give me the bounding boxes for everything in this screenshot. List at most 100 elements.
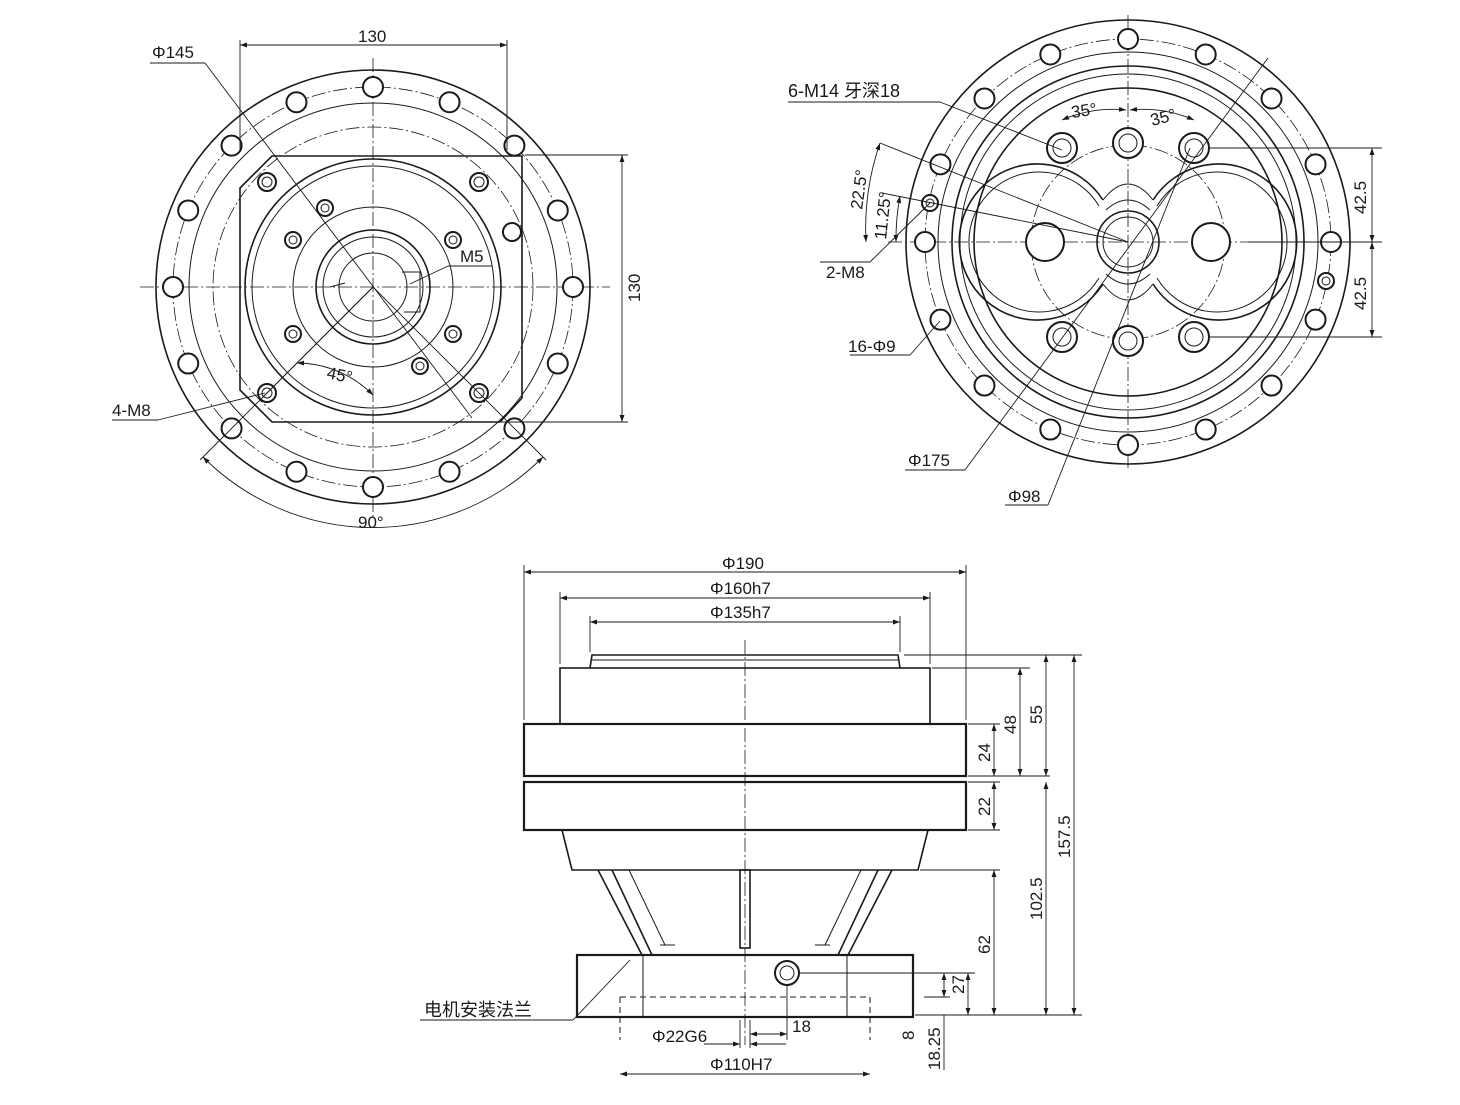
inner-hole-thread bbox=[415, 361, 425, 371]
flange-bolt-hole bbox=[1039, 43, 1062, 66]
label-motor-flange: 电机安装法兰 bbox=[424, 1000, 532, 1020]
m14-tapped-hole bbox=[1046, 132, 1078, 164]
m8-hole bbox=[257, 172, 277, 192]
m8-hole-thread bbox=[473, 176, 485, 188]
back-tapped-holes bbox=[1046, 127, 1210, 357]
output-ring bbox=[589, 654, 901, 669]
strut-right bbox=[837, 869, 893, 956]
label-42-5-bottom: 42.5 bbox=[1351, 277, 1370, 310]
label-phi98: Φ98 bbox=[1008, 487, 1040, 506]
inner-hole-thread bbox=[288, 329, 298, 339]
label-phi22g6: Φ22G6 bbox=[652, 1027, 707, 1046]
label-angle-45: 45° bbox=[325, 363, 354, 387]
m8-hole bbox=[1317, 272, 1335, 290]
flange-bolt-hole bbox=[914, 231, 936, 253]
inner-hole-thread bbox=[320, 203, 330, 213]
flange-bolt-hole bbox=[220, 134, 243, 157]
flange-bolt-hole bbox=[285, 91, 308, 114]
label-48: 48 bbox=[1001, 715, 1020, 734]
m14-tapped-hole-thread bbox=[1184, 138, 1204, 158]
inner-hole-thread bbox=[288, 235, 298, 245]
label-width-130: 130 bbox=[358, 27, 386, 46]
label-height-130: 130 bbox=[625, 274, 644, 302]
side-view: Φ190 Φ160h7 Φ135h7 55 48 24 22 157.5 102… bbox=[420, 554, 1082, 1077]
flange-bolt-hole bbox=[973, 374, 996, 397]
flange-bolt-hole bbox=[1117, 28, 1139, 50]
label-2-m8: 2-M8 bbox=[826, 263, 865, 282]
flange-bolt-hole bbox=[1117, 434, 1139, 456]
m14-tapped-hole-thread bbox=[1184, 327, 1204, 347]
flange-bolt-hole bbox=[162, 276, 184, 298]
label-phi145: Φ145 bbox=[152, 43, 194, 62]
m14-tapped-hole bbox=[1178, 321, 1210, 353]
flange-bolt-hole bbox=[562, 276, 584, 298]
flange-bolt-hole bbox=[1194, 418, 1217, 441]
m14-tapped-hole bbox=[1112, 127, 1144, 159]
inner-hole bbox=[411, 357, 429, 375]
label-phi190: Φ190 bbox=[722, 554, 764, 573]
m14-tapped-hole-thread bbox=[1118, 133, 1138, 153]
label-42-5-top: 42.5 bbox=[1351, 181, 1370, 214]
inner-hole bbox=[316, 199, 334, 217]
label-8: 8 bbox=[899, 1031, 918, 1040]
m14-tapped-hole-thread bbox=[1052, 138, 1072, 158]
label-phi160h7: Φ160h7 bbox=[710, 579, 771, 598]
label-55: 55 bbox=[1027, 705, 1046, 724]
label-phi110h7: Φ110H7 bbox=[710, 1055, 772, 1074]
motor-flange bbox=[575, 953, 915, 1019]
label-4-m8: 4-M8 bbox=[112, 401, 151, 420]
flange-lower bbox=[522, 780, 968, 832]
label-angle-22-5: 22.5° bbox=[847, 168, 871, 210]
flange-bolt-hole bbox=[1260, 374, 1283, 397]
m8-hole-thread bbox=[261, 387, 273, 399]
m8-hole bbox=[469, 172, 489, 192]
flange-screw-hole bbox=[774, 960, 800, 986]
label-18: 18 bbox=[792, 1017, 811, 1036]
label-angle-35-left: 35° bbox=[1070, 100, 1098, 122]
inner-hole-thread bbox=[448, 329, 458, 339]
label-24: 24 bbox=[975, 743, 994, 762]
flange-bolt-hole bbox=[546, 352, 569, 375]
inner-hole-thread bbox=[448, 235, 458, 245]
flange-bolt-hole bbox=[1260, 87, 1283, 110]
flange-bolt-hole bbox=[1039, 418, 1062, 441]
label-angle-90: 90° bbox=[358, 513, 384, 532]
label-phi175: Φ175 bbox=[908, 451, 950, 470]
flange-bolt-hole bbox=[177, 352, 200, 375]
label-102-5: 102.5 bbox=[1027, 877, 1046, 920]
flange-bolt-hole bbox=[362, 76, 384, 98]
m14-tapped-hole-thread bbox=[1118, 331, 1138, 351]
m8-hole-thread bbox=[473, 387, 485, 399]
label-6-m14: 6-M14 牙深18 bbox=[788, 81, 900, 101]
m14-tapped-hole bbox=[1178, 132, 1210, 164]
front-view: Φ145 130 130 M5 4-M8 45° 90° bbox=[112, 27, 644, 532]
flange-bolt-hole bbox=[973, 87, 996, 110]
label-27: 27 bbox=[949, 975, 968, 994]
flange-bolt-hole bbox=[1304, 308, 1327, 331]
m8-hole-thread bbox=[1321, 276, 1331, 286]
label-18-25: 18.25 bbox=[925, 1027, 944, 1070]
shaft bbox=[739, 869, 751, 949]
side-port bbox=[502, 222, 522, 242]
strut-left bbox=[597, 869, 653, 956]
m14-tapped-hole-thread bbox=[1052, 327, 1072, 347]
left-lobe bbox=[958, 163, 1104, 321]
m14-tapped-hole bbox=[1046, 321, 1078, 353]
label-angle-11-25: 11.25° bbox=[871, 191, 895, 241]
flange-bolt-hole bbox=[929, 308, 952, 331]
outer-flange-rim bbox=[155, 69, 591, 505]
inner-hole bbox=[284, 231, 302, 249]
inner-hole bbox=[444, 231, 462, 249]
label-angle-35-right: 35° bbox=[1148, 105, 1178, 130]
flange-upper bbox=[522, 722, 968, 778]
m8-hole-thread bbox=[261, 176, 273, 188]
flange-bolt-hole bbox=[438, 91, 461, 114]
label-22: 22 bbox=[975, 797, 994, 816]
flange-bolt-hole bbox=[362, 476, 384, 498]
inner-hole bbox=[444, 325, 462, 343]
label-phi135h7: Φ135h7 bbox=[710, 603, 771, 622]
label-157-5: 157.5 bbox=[1055, 815, 1074, 858]
label-62: 62 bbox=[975, 935, 994, 954]
flange-bolt-hole bbox=[546, 199, 569, 222]
flange-bolt-hole bbox=[1194, 43, 1217, 66]
